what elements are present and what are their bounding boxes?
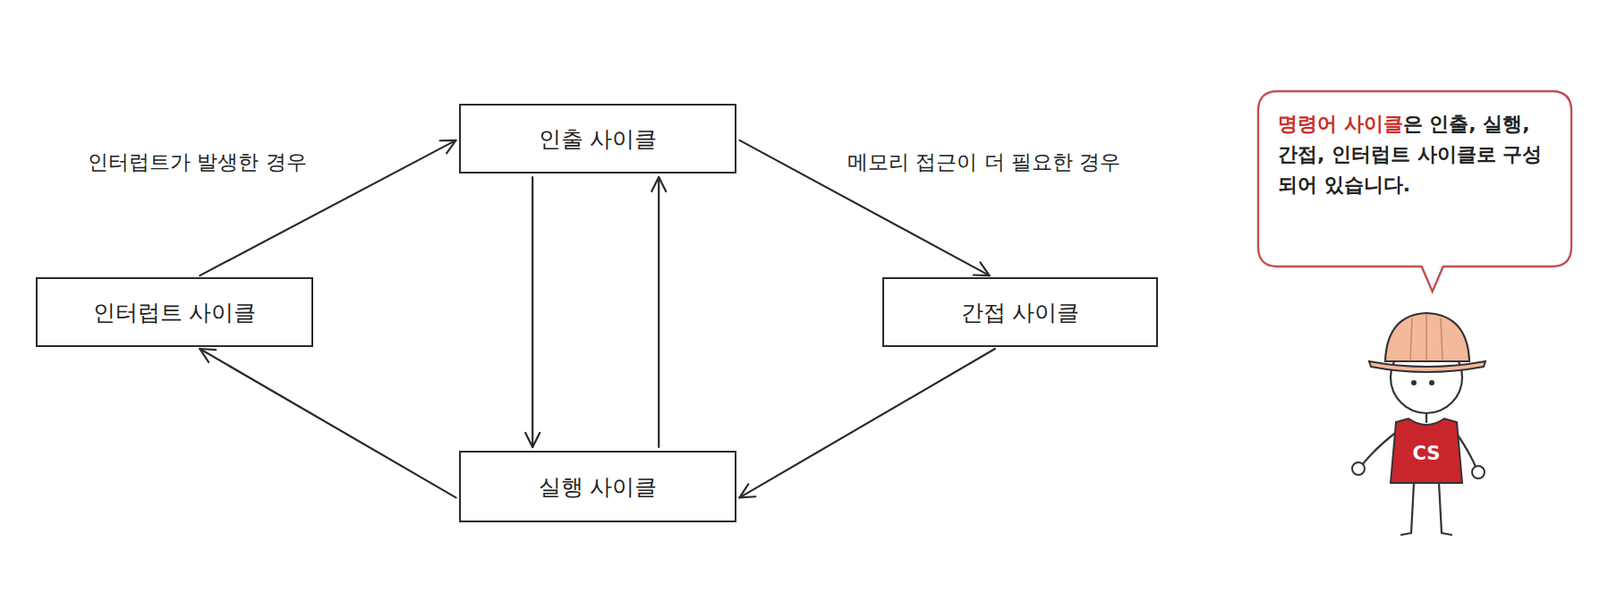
leg — [1438, 483, 1452, 536]
cycle-name: 간접 사이클 — [961, 297, 1081, 328]
hand — [1472, 466, 1485, 479]
cycle-box: 간접 사이클 — [882, 277, 1158, 348]
edge-label: 인터럽트가 발생한 경우 — [85, 148, 310, 177]
shirt-logo: CS — [1412, 442, 1441, 465]
leg — [1401, 483, 1414, 536]
cycle-arrow — [199, 348, 456, 498]
edge-label: 메모리 접근이 더 필요한 경우 — [844, 148, 1124, 177]
speech-bubble: 명령어 사이클은 인출, 실행, 간접, 인터럽트 사이클로 구성되어 있습니다… — [1256, 89, 1574, 269]
cycle-box: 인출 사이클 — [459, 103, 737, 174]
helmet-ridge — [1410, 314, 1443, 360]
eye — [1411, 380, 1417, 386]
cycle-box: 인터럽트 사이클 — [35, 277, 314, 348]
eye — [1429, 380, 1435, 386]
tank-top — [1390, 418, 1463, 484]
cycle-name: 인터럽트 사이클 — [93, 297, 257, 328]
cycle-arrow — [657, 177, 660, 448]
cycle-name: 실행 사이클 — [538, 472, 658, 503]
cycle-name: 인출 사이클 — [538, 124, 658, 154]
neck — [1425, 413, 1428, 423]
helmet — [1385, 313, 1470, 362]
helmet-brim — [1369, 361, 1486, 373]
speech-text: 명령어 사이클은 인출, 실행, 간접, 인터럽트 사이클로 구성되어 있습니다… — [1256, 89, 1574, 221]
cycle-arrow — [739, 348, 995, 498]
cycle-box: 실행 사이클 — [459, 451, 737, 523]
cycle-arrow — [531, 177, 534, 448]
hand — [1352, 462, 1365, 476]
bubble-path — [1258, 91, 1572, 292]
